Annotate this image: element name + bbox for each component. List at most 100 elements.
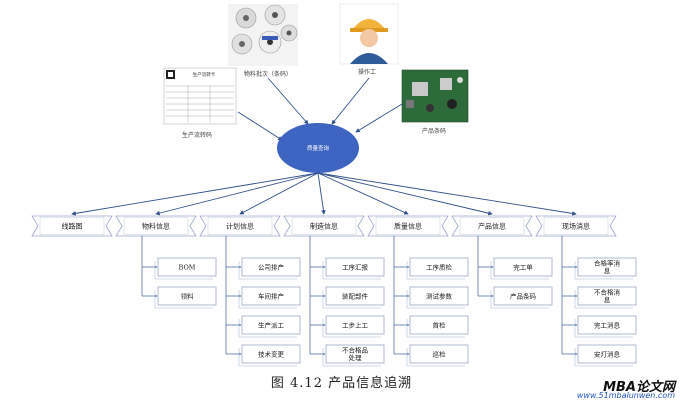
child-label: 测试参数 [426,292,453,301]
child-box-shadow [574,261,633,280]
child-box [493,257,553,277]
child-box [409,286,469,306]
child-box [493,286,553,306]
child-box [157,257,217,277]
child-label: 合格率消息 [594,259,621,276]
child-label: 巡检 [433,350,447,359]
child-box-shadow [406,319,465,338]
category-ribbon-face [39,217,105,235]
child-box [409,257,469,277]
child-label: BOM [179,264,196,272]
child-box [409,315,469,335]
child-box-shadow [238,261,297,280]
child-box [157,286,217,306]
hub-to-category-arrow [239,172,319,215]
child-label: 不合格消息 [594,288,621,305]
child-box-shadow [322,348,381,367]
child-box [241,257,301,277]
watermark-url: www.51mbalunwen.com [576,391,675,400]
child-box [241,315,301,335]
category-label: 线路图 [62,222,83,231]
category-label: 物料信息 [142,222,170,231]
order-document-title: 生产流转卡 [193,71,216,78]
child-box-shadow [574,348,633,367]
hub-to-category-arrow [317,172,409,215]
child-box-shadow [322,261,381,280]
category-ribbon-face [291,217,357,235]
category-ribbon-face [207,217,273,235]
category-label: 产品信息 [478,222,506,231]
materials-to-hub-arrow [267,77,309,125]
product-to-hub-arrow [355,103,403,133]
child-box-shadow [490,261,549,280]
category-label: 计划信息 [226,222,254,231]
hub-to-category-arrow [317,172,493,216]
category-ribbon-face [459,217,525,235]
child-label: 装配部件 [342,292,369,301]
source-label-materials: 物料批次（条码） [244,71,293,78]
child-label: 工序质检 [426,263,453,272]
child-box-shadow [406,348,465,367]
child-label: 领料 [181,292,195,301]
child-box-shadow [406,290,465,309]
category-ribbon-face [543,217,609,235]
child-label: 安灯消息 [594,350,621,359]
source-label-worker: 操作工 [358,69,377,76]
order-document-image [163,67,237,125]
child-box-shadow [322,290,381,309]
child-box [325,286,385,306]
hub-to-category-arrow [71,172,319,216]
child-box-shadow [490,290,549,309]
category-ribbon-face [375,217,441,235]
child-box [325,344,385,364]
child-box-shadow [154,290,213,309]
child-box [325,315,385,335]
child-label: 产品条码 [510,292,537,301]
watermark-brand: MBA论文网 [603,380,675,395]
category-label: 现场消息 [562,222,590,231]
child-box [577,344,637,364]
hub-label: 质量查询 [307,144,330,152]
child-label: 公司排产 [258,263,285,272]
product-pcb-image [401,69,469,123]
child-box [577,315,637,335]
child-label: 工序汇报 [342,263,369,272]
hub-to-category-arrow [317,172,326,215]
worker-image [339,3,399,65]
child-box-shadow [238,290,297,309]
category-label: 制造信息 [310,222,338,231]
child-box-shadow [406,261,465,280]
child-label: 技术变更 [258,350,285,359]
child-box-shadow [574,319,633,338]
hub-to-category-arrow [155,172,319,216]
child-box-shadow [238,348,297,367]
child-box [241,286,301,306]
figure-caption: 图 4.12 产品信息追溯 [270,376,413,391]
child-box-shadow [322,319,381,338]
child-label: 完工单 [513,263,533,272]
child-label: 不合格品处理 [342,346,368,363]
hub-ellipse [277,123,359,173]
source-label-product: 产品条码 [422,128,447,135]
child-label: 首检 [433,321,447,330]
child-box [325,257,385,277]
child-label: 生产派工 [258,321,285,330]
source-label-order: 生产流转码 [182,132,213,139]
category-label: 质量信息 [394,222,422,231]
child-box [409,344,469,364]
child-box [577,257,637,277]
category-ribbons: 线路图 物料信息 计划信息 制造信息 质量信息 产品信息 现场消息 [31,215,617,237]
child-box-shadow [154,261,213,280]
child-boxes: BOM领料公司排产车间排产生产派工技术变更工序汇报装配部件工步上工不合格品处理工… [141,236,637,367]
order-to-hub-arrow [237,111,283,141]
worker-to-hub-arrow [331,77,370,125]
child-box [577,286,637,306]
hub-to-category-arrow [317,172,577,216]
child-box [241,344,301,364]
category-ribbon-face [123,217,189,235]
materials-reels-image [228,4,298,66]
child-label: 车间排产 [258,292,285,301]
fan-out-arrows [71,172,577,216]
child-box-shadow [238,319,297,338]
